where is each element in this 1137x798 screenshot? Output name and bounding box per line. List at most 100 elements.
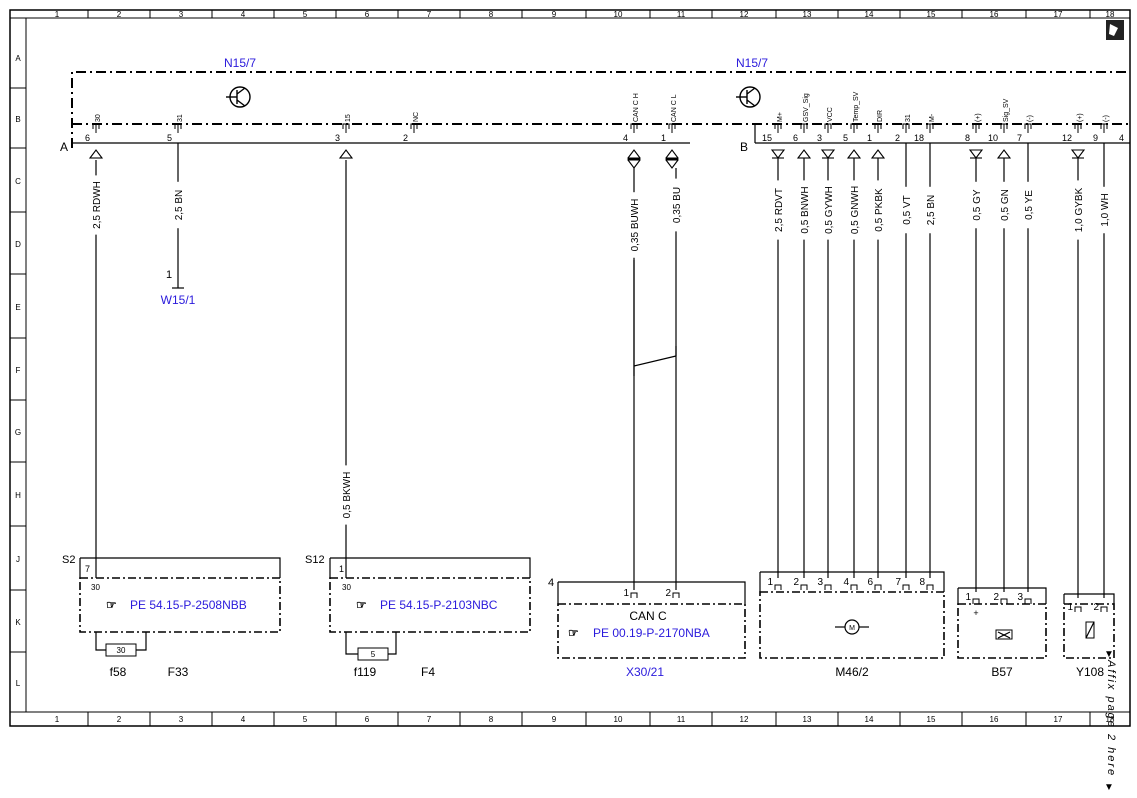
transistor-icon — [226, 86, 251, 108]
pin-number: 4 — [843, 577, 849, 588]
grid-column-label: 14 — [865, 715, 874, 724]
pin-name: Sig_SV — [1003, 98, 1010, 122]
pin-number: 1 — [767, 577, 773, 588]
pin-number: 1 — [661, 133, 666, 143]
arrow-down-icon — [770, 149, 786, 159]
grid-column-label: 12 — [740, 715, 749, 724]
pin-name: M+ — [777, 112, 784, 122]
pin-number: 2 — [793, 577, 799, 588]
fuse-box-f33: S2 7 30 ☞ PE 54.15-P-2508NBB 30 f58 F33 — [62, 554, 281, 679]
can-distributor-x30-21: 4 CAN C ☞ PE 00.19-P-2170NBA X30/21 — [548, 577, 746, 679]
b57-label: B57 — [991, 665, 1013, 679]
grid-column-label: 7 — [427, 715, 432, 724]
wire: 2,5 RDWH — [92, 160, 103, 578]
wire-label: 0,5 BNWH — [800, 186, 811, 233]
pin-name: 30 — [95, 114, 102, 122]
pin-number: 18 — [914, 133, 924, 143]
pin-number: 6 — [867, 577, 873, 588]
reference-link-3[interactable]: PE 00.19-P-2170NBA — [593, 626, 710, 640]
grid-column-label: 13 — [803, 10, 812, 19]
grid-column-label: 17 — [1054, 715, 1063, 724]
reference-link-2[interactable]: PE 54.15-P-2103NBC — [380, 598, 498, 612]
arrow-down-icon: ▼ — [1104, 649, 1114, 660]
wire: 0,35 BU — [672, 168, 683, 590]
grid-row-label: K — [15, 618, 21, 627]
pin-number: 5 — [843, 133, 848, 143]
grid-column-label: 1 — [55, 10, 60, 19]
pin-name: (-) — [1103, 115, 1110, 122]
pin-number: 12 — [1062, 133, 1072, 143]
pin-name: 31 — [905, 114, 912, 122]
svg-text:M: M — [849, 625, 855, 632]
grid-column-label: 4 — [241, 10, 246, 19]
wires: 2,5 RDWH 2,5 BN 0,5 BKWH 0,35 BUWH 0,35 BU 2,… — [92, 143, 1111, 598]
wire-label: 2,5 RDVT — [774, 188, 785, 232]
arrow-down-icon — [968, 149, 984, 159]
pin-number: 15 — [762, 133, 772, 143]
pin-number: 8 — [965, 133, 970, 143]
grid-column-label: 8 — [489, 715, 494, 724]
w15-1-pin: 1 — [166, 269, 172, 281]
arrow-up-icon — [870, 149, 886, 159]
pin-name: (+) — [975, 113, 982, 122]
wire-label: 2,5 BN — [926, 195, 937, 226]
pin-number: 1 — [965, 592, 971, 603]
pin-number: 3 — [817, 577, 823, 588]
grid-column-label: 2 — [117, 715, 122, 724]
w15-1-label: W15/1 — [161, 293, 196, 307]
wire: 0,5 PKBK — [874, 158, 885, 578]
connector-b-letter: B — [740, 140, 748, 154]
y108-label: Y108 — [1076, 665, 1104, 679]
arrow-up-icon — [996, 149, 1012, 159]
grid-column-label: 15 — [927, 10, 936, 19]
pin-name: VCC — [827, 107, 834, 122]
grid-column-label: 14 — [865, 10, 874, 19]
wire-label: 2,5 BN — [174, 190, 185, 221]
grid-column-label: 13 — [803, 715, 812, 724]
grid-column-label: 17 — [1054, 10, 1063, 19]
wire: 0,5 BKWH — [342, 160, 353, 578]
grid-row-label: B — [15, 115, 20, 124]
grid-column-label: 16 — [990, 10, 999, 19]
f33-label: F33 — [168, 665, 189, 679]
pin-number: 7 — [895, 577, 901, 588]
reference-hand-icon: ☞ — [106, 598, 117, 612]
wire: 0,35 BUWH — [630, 168, 641, 590]
pin-name: M- — [929, 113, 936, 122]
grid-column-label: 6 — [365, 10, 370, 19]
pin-number: 1 — [867, 133, 872, 143]
grid-row-label: L — [16, 679, 21, 688]
wire: 0,5 GYWH — [824, 158, 835, 578]
pin-number: 2 — [1093, 602, 1099, 613]
s2-label: S2 — [62, 554, 75, 566]
reference-link-1[interactable]: PE 54.15-P-2508NBB — [130, 598, 247, 612]
pin-name: (-) — [1027, 115, 1034, 122]
grid-row-label: C — [15, 177, 21, 186]
grid-column-label: 6 — [365, 715, 370, 724]
wire-label: 0,5 PKBK — [874, 188, 885, 232]
pin-number: 3 — [817, 133, 822, 143]
wire: 2,5 BN — [926, 143, 937, 578]
grid-column-label: 11 — [677, 715, 686, 724]
arrow-up-icon — [88, 149, 104, 159]
wire-label: 0,5 VT — [902, 195, 913, 224]
grid-column-label: 11 — [677, 10, 686, 19]
grid-column-label: 15 — [927, 715, 936, 724]
grid-column-label: 18 — [1106, 715, 1115, 724]
grid-column-label: 9 — [552, 715, 557, 724]
s12-pin-1: 1 — [339, 564, 344, 574]
wire-label: 0,5 GY — [972, 189, 983, 220]
wire-label: 0,5 GN — [1000, 189, 1011, 221]
pin-number: 5 — [167, 133, 172, 143]
s12-pin-30: 30 — [342, 583, 351, 592]
pin-number: 2 — [665, 588, 671, 599]
grid-row-label: H — [15, 491, 21, 500]
s2-pin-30: 30 — [91, 583, 100, 592]
pin-number: 1 — [623, 588, 629, 599]
